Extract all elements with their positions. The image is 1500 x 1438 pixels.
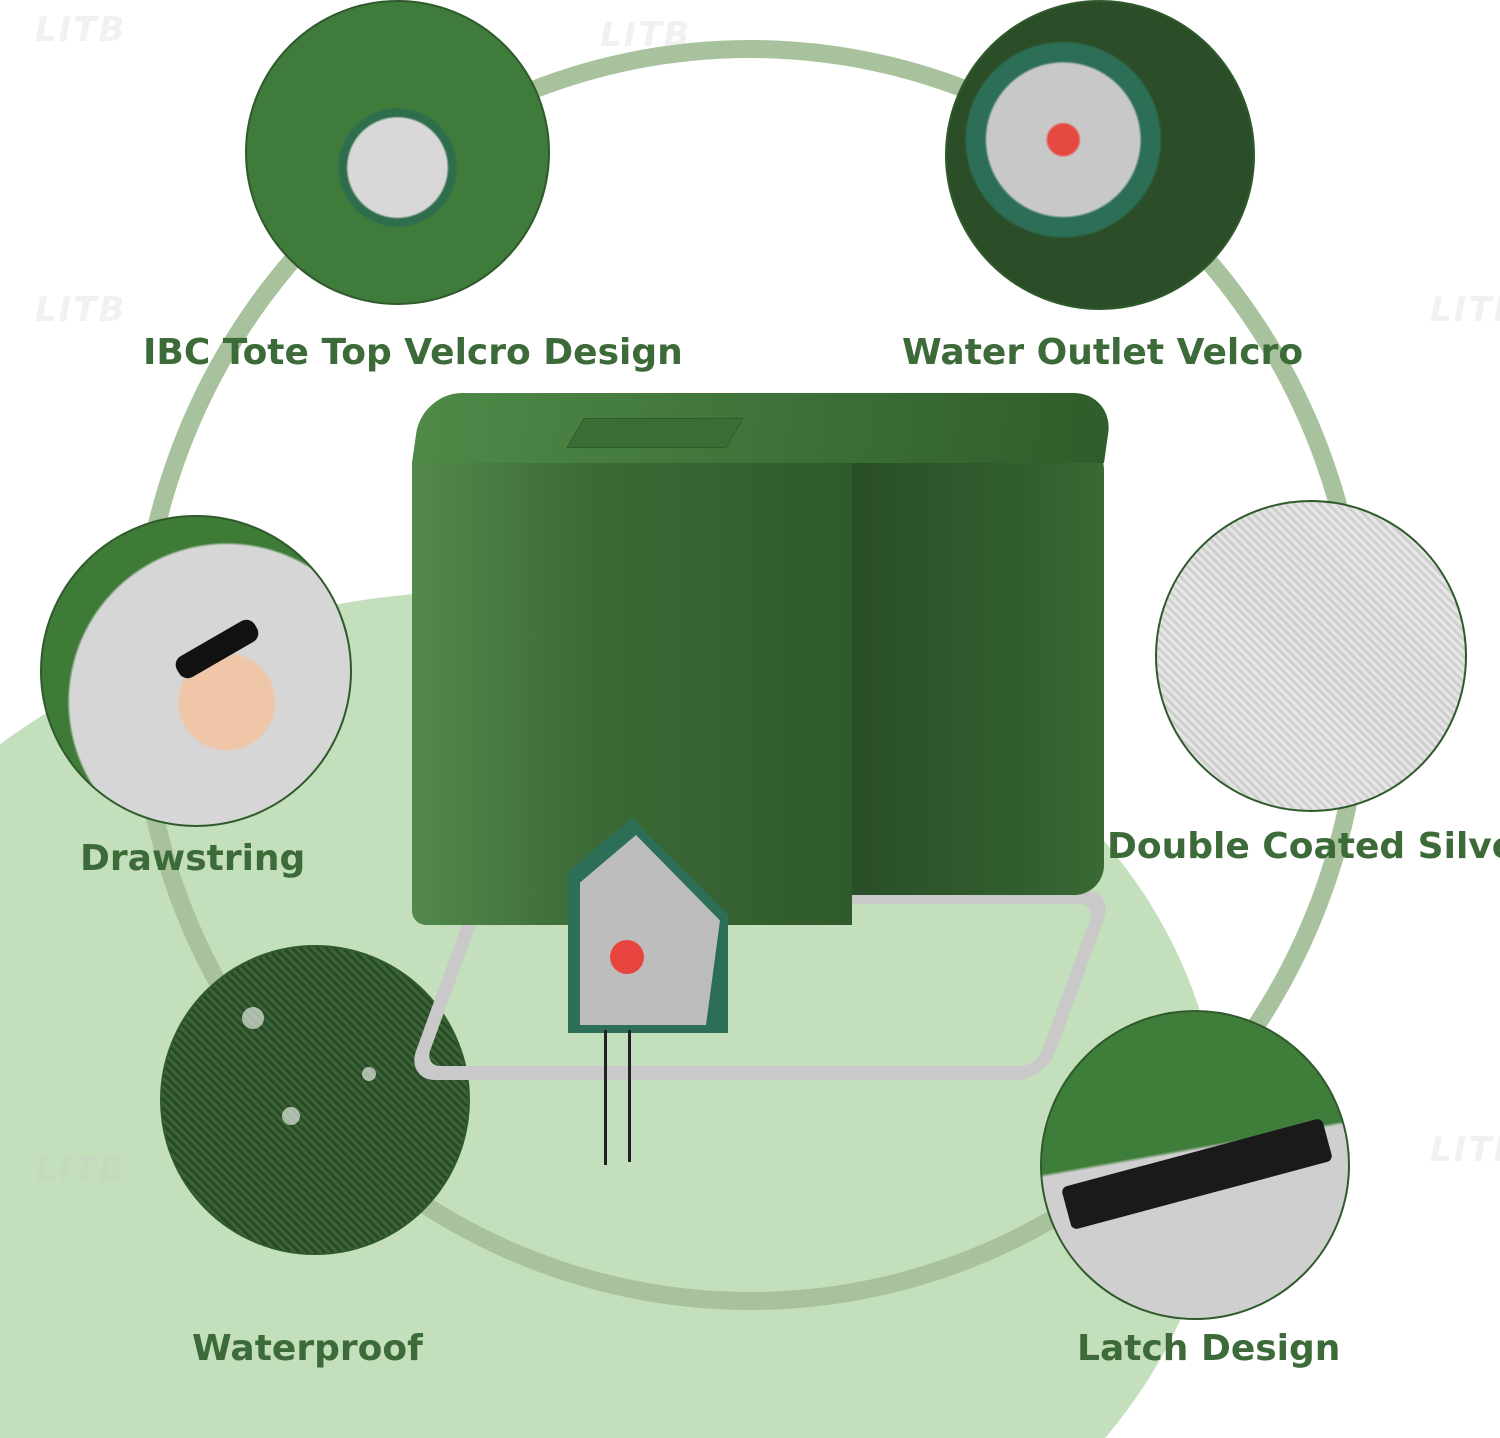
top-velcro-lid <box>566 418 744 448</box>
watermark: LITB <box>1430 1130 1500 1170</box>
feature-image-drawstring <box>40 515 352 827</box>
feature-label-drawstring: Drawstring <box>80 838 306 879</box>
feature-image-waterproof <box>160 945 470 1255</box>
feature-label-silver-coating: Double Coated Silver <box>1107 826 1500 867</box>
feature-image-outlet-velcro <box>945 0 1255 310</box>
feature-label-top-velcro: IBC Tote Top Velcro Design <box>143 332 683 373</box>
feature-image-top-velcro <box>245 0 550 305</box>
feature-label-latch: Latch Design <box>1077 1328 1341 1369</box>
watermark: LITB <box>1430 290 1500 330</box>
cover-side-panel <box>850 440 1104 895</box>
feature-label-waterproof: Waterproof <box>192 1328 423 1369</box>
drawstring-cord <box>604 1030 607 1165</box>
drawstring-cord <box>628 1030 631 1162</box>
watermark: LITB <box>35 290 127 330</box>
watermark: LITB <box>35 10 127 50</box>
watermark: LITB <box>600 15 692 55</box>
feature-label-outlet-velcro: Water Outlet Velcro <box>902 332 1304 373</box>
watermark: LITB <box>35 1150 127 1190</box>
feature-image-latch <box>1040 1010 1350 1320</box>
feature-image-silver-coating <box>1155 500 1467 812</box>
red-cap-icon <box>610 940 644 974</box>
cover-top-panel <box>412 393 1114 463</box>
